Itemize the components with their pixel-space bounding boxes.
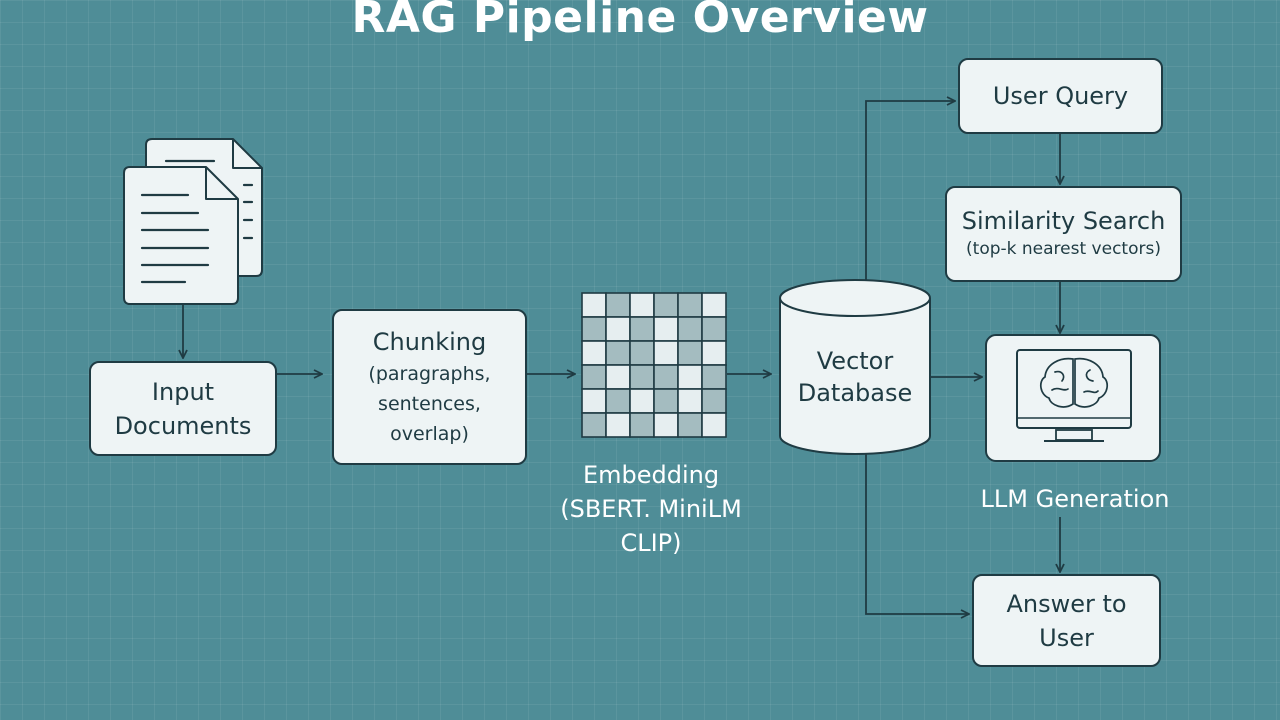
chunking-detail: (paragraphs, sentences, overlap) bbox=[368, 363, 491, 445]
embedding-matrix-cell bbox=[653, 388, 679, 414]
similarity-search-detail: (top-k nearest vectors) bbox=[966, 239, 1161, 259]
embedding-matrix-icon bbox=[581, 292, 727, 438]
embedding-matrix-cell bbox=[629, 388, 655, 414]
chunking-box: Chunking (paragraphs, sentences, overlap… bbox=[332, 309, 527, 465]
monitor-brain-icon bbox=[985, 334, 1161, 462]
embedding-matrix-cell bbox=[701, 412, 727, 438]
embedding-matrix-cell bbox=[581, 412, 607, 438]
input-documents-box: Input Documents bbox=[89, 361, 277, 456]
embedding-matrix-cell bbox=[605, 292, 631, 318]
connectors bbox=[183, 101, 1060, 614]
embedding-matrix-cell bbox=[605, 316, 631, 342]
embedding-matrix-cell bbox=[581, 364, 607, 390]
embedding-matrix-cell bbox=[701, 388, 727, 414]
user-query-label: User Query bbox=[992, 82, 1129, 110]
embedding-matrix-cell bbox=[581, 388, 607, 414]
embedding-matrix-cell bbox=[629, 412, 655, 438]
embedding-matrix-cell bbox=[701, 364, 727, 390]
embedding-matrix-cell bbox=[629, 340, 655, 366]
arrow-database-to-user-query bbox=[865, 101, 955, 285]
embedding-matrix-cell bbox=[629, 364, 655, 390]
embedding-matrix-cell bbox=[605, 412, 631, 438]
similarity-search-box: Similarity Search (top-k nearest vectors… bbox=[945, 186, 1182, 282]
database-cylinder-icon bbox=[779, 279, 931, 455]
similarity-search-label: Similarity Search bbox=[961, 207, 1166, 235]
embedding-matrix-cell bbox=[677, 364, 703, 390]
embedding-matrix-cell bbox=[653, 292, 679, 318]
embedding-matrix-cell bbox=[677, 412, 703, 438]
documents-icon bbox=[123, 138, 263, 305]
diagram-title: RAG Pipeline Overview bbox=[351, 0, 929, 43]
embedding-matrix-cell bbox=[605, 340, 631, 366]
embedding-matrix-cell bbox=[677, 388, 703, 414]
arrow-database-to-answer bbox=[865, 453, 969, 614]
embedding-matrix-cell bbox=[629, 316, 655, 342]
embedding-matrix-cell bbox=[677, 316, 703, 342]
embedding-matrix-cell bbox=[677, 340, 703, 366]
embedding-label: Embedding (SBERT. MiniLM CLIP) bbox=[560, 461, 742, 557]
embedding-matrix-cell bbox=[581, 316, 607, 342]
answer-label: Answer to User bbox=[1006, 589, 1127, 652]
embedding-matrix-cell bbox=[629, 292, 655, 318]
embedding-matrix-cell bbox=[701, 340, 727, 366]
embedding-matrix-cell bbox=[605, 388, 631, 414]
embedding-matrix-cell bbox=[653, 316, 679, 342]
embedding-matrix-cell bbox=[701, 316, 727, 342]
user-query-box: User Query bbox=[958, 58, 1163, 134]
vector-database-label: Vector Database bbox=[797, 347, 913, 407]
input-documents-label: Input Documents bbox=[114, 377, 252, 440]
embedding-matrix-cell bbox=[581, 292, 607, 318]
embedding-matrix-cell bbox=[653, 340, 679, 366]
answer-box: Answer to User bbox=[972, 574, 1161, 667]
embedding-matrix-cell bbox=[677, 292, 703, 318]
embedding-matrix-cell bbox=[605, 364, 631, 390]
chunking-label: Chunking bbox=[372, 328, 487, 356]
embedding-matrix-cell bbox=[653, 364, 679, 390]
embedding-matrix-cell bbox=[701, 292, 727, 318]
llm-generation-label: LLM Generation bbox=[980, 485, 1170, 513]
embedding-matrix-cell bbox=[653, 412, 679, 438]
embedding-matrix-cell bbox=[581, 340, 607, 366]
